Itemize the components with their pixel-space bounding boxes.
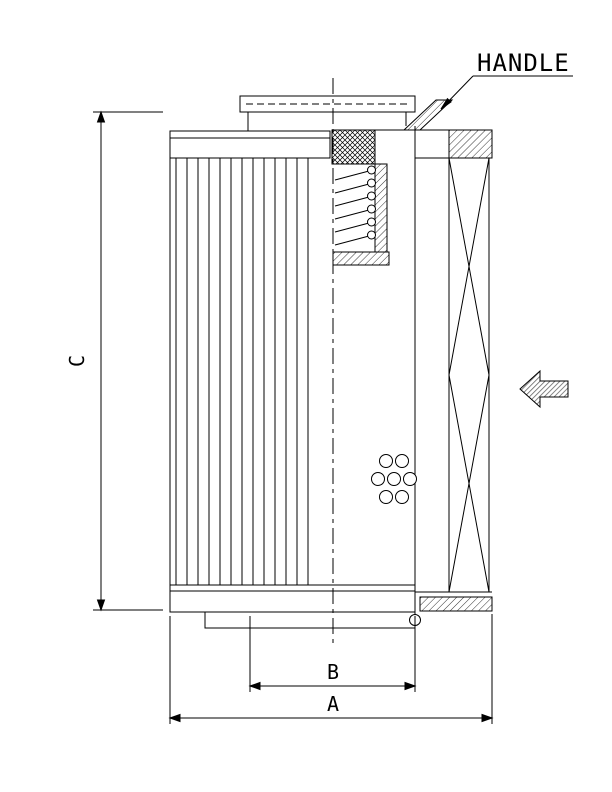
dimension-b: B xyxy=(248,616,417,692)
dim-a-label: A xyxy=(327,692,339,716)
pleated-media xyxy=(169,158,309,585)
handle-label: HANDLE xyxy=(477,49,570,77)
dimension-c: C xyxy=(65,110,163,612)
housing xyxy=(375,126,493,612)
drain-holes xyxy=(371,454,417,504)
spring-housing-wall xyxy=(374,163,388,253)
dim-b-label: B xyxy=(327,660,339,684)
dim-c-label: C xyxy=(65,355,89,367)
spring-assembly xyxy=(331,129,390,266)
top-flange xyxy=(448,129,493,159)
filter-element xyxy=(169,130,421,629)
handle-assembly xyxy=(239,95,454,131)
handle-callout: HANDLE xyxy=(440,49,573,110)
dimension-a: A xyxy=(168,614,494,724)
seal-block xyxy=(331,129,376,165)
spring-washer xyxy=(332,251,390,266)
flow-arrow-icon xyxy=(519,369,569,409)
bottom-flange xyxy=(419,596,493,612)
mesh-screen xyxy=(448,157,490,593)
